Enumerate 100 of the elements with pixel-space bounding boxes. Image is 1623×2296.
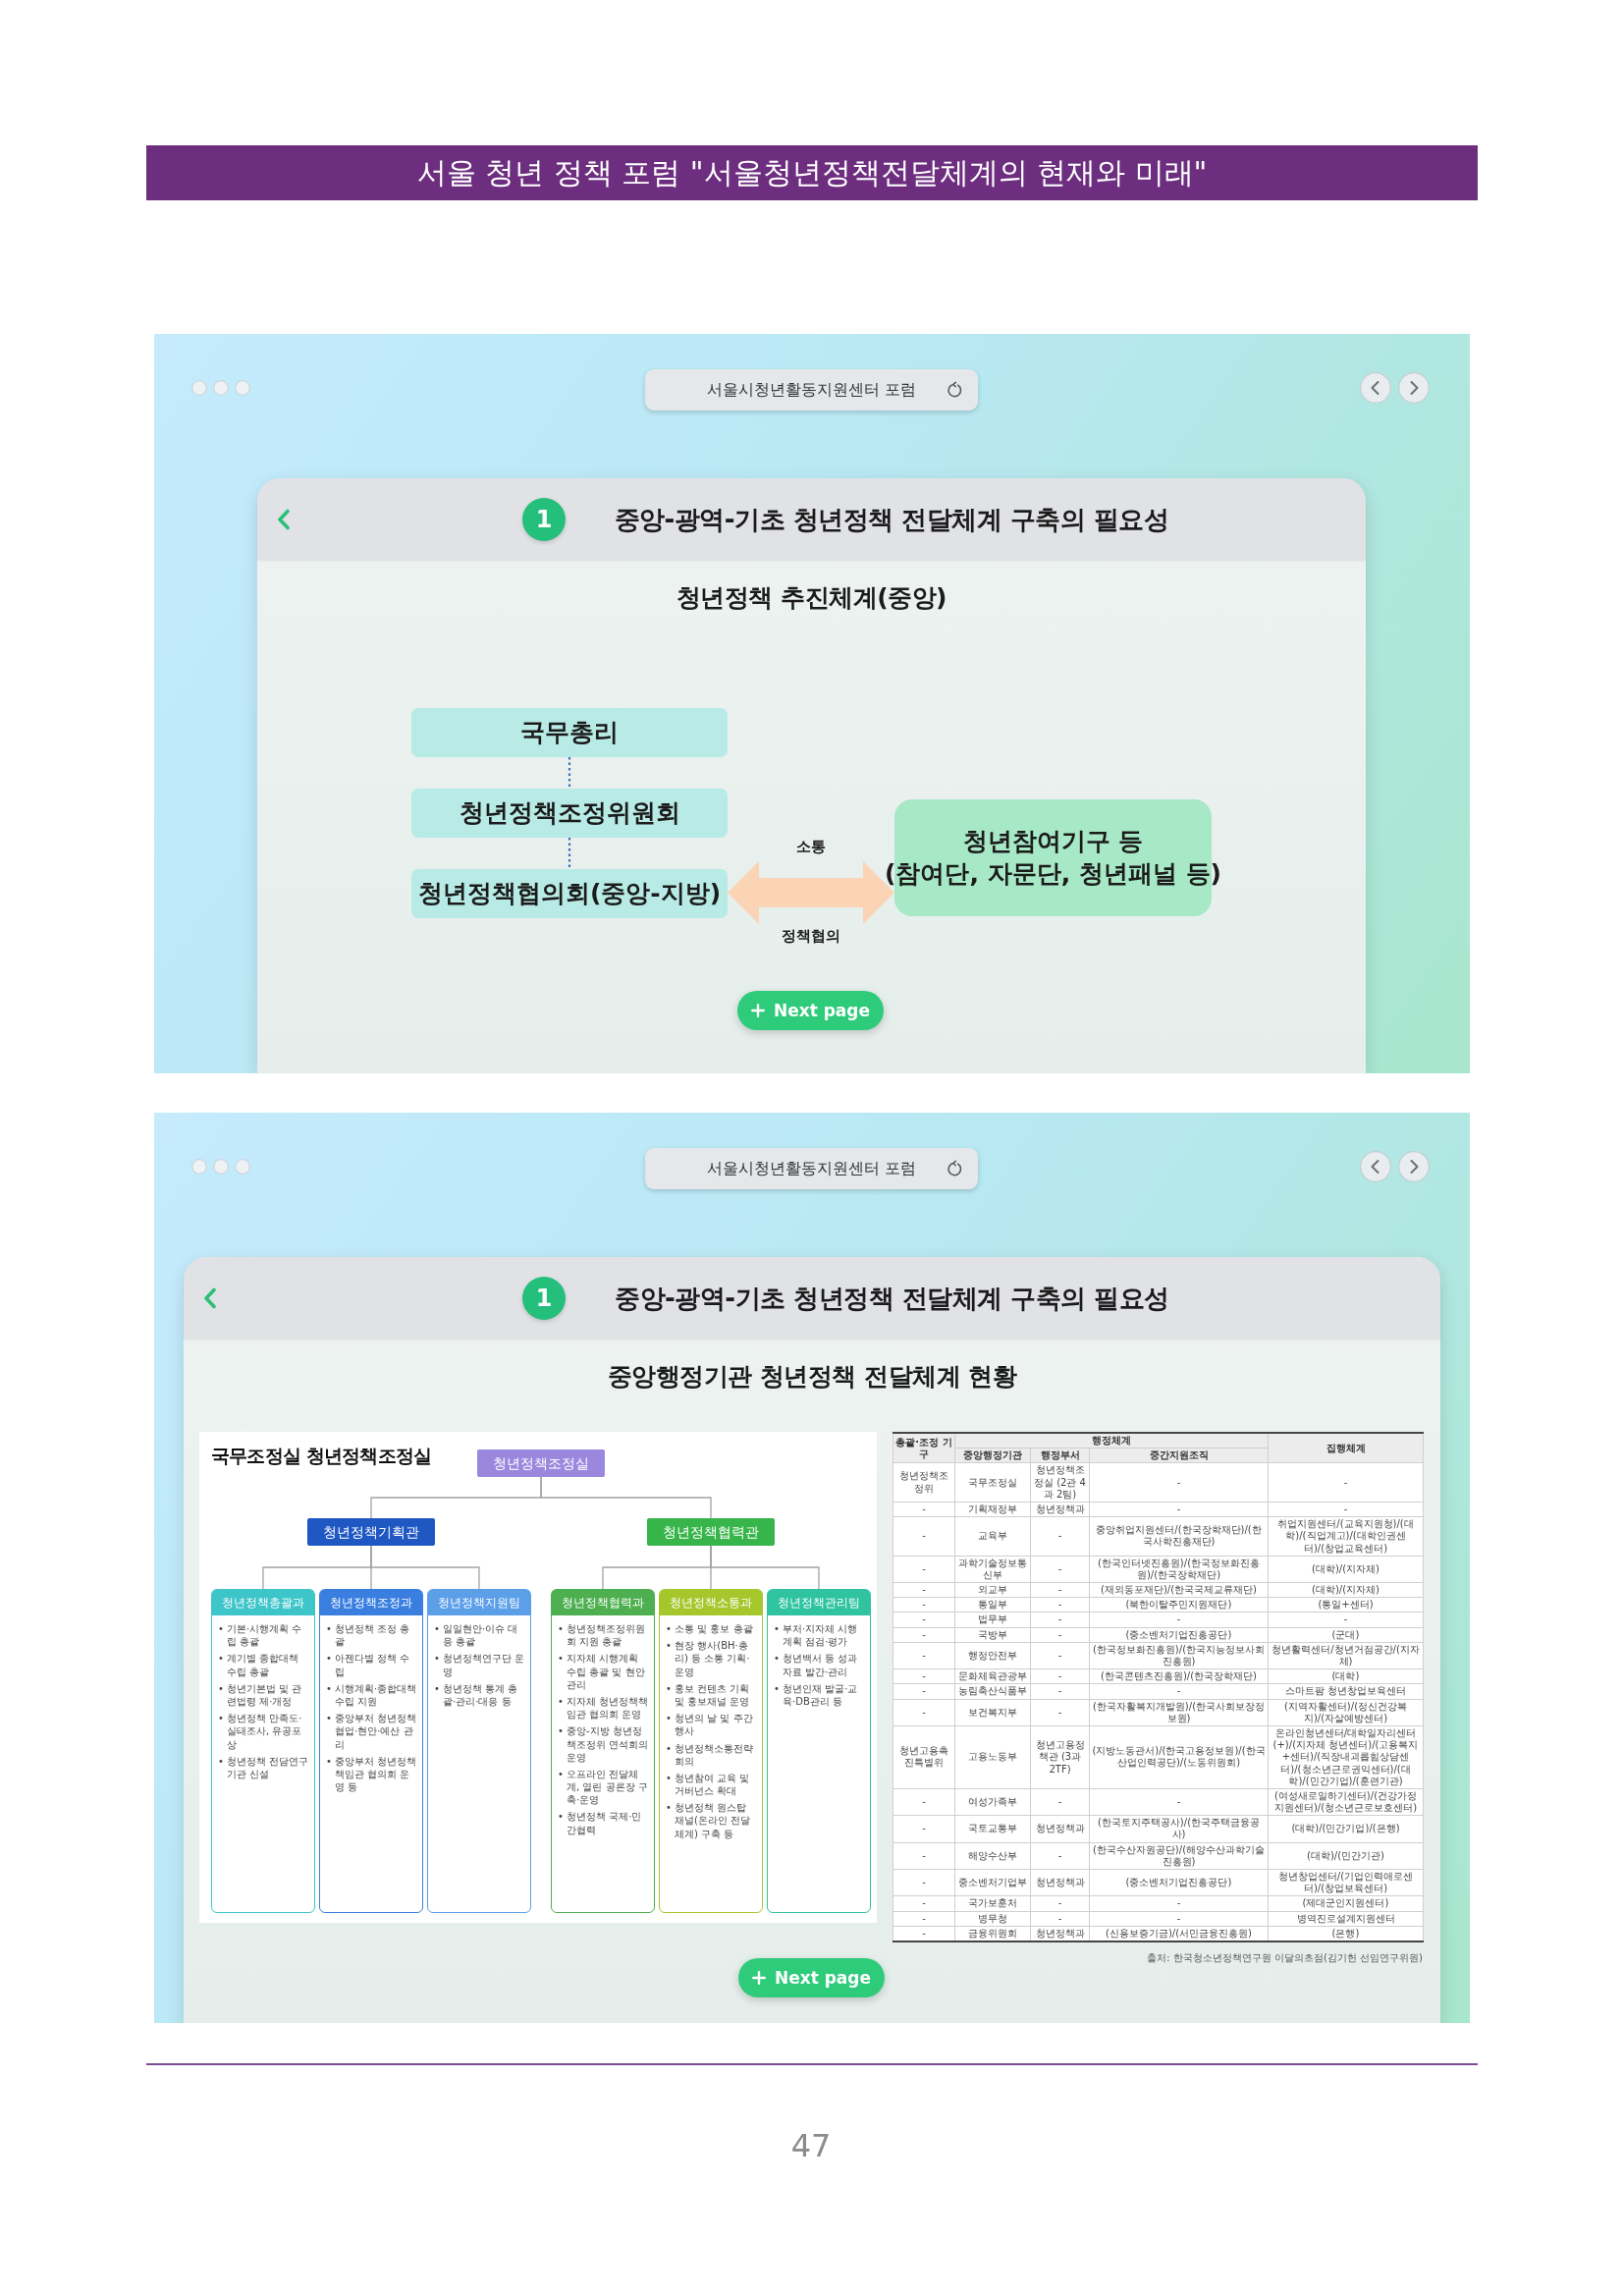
list-item: • 현장 행사(BH·총리) 등 소통 기획·운영 — [666, 1639, 751, 1678]
team-header: 청년정책소통과 — [660, 1590, 762, 1615]
table-cell: 병역진로설계지원센터 — [1268, 1911, 1424, 1927]
table-cell: - — [1089, 1895, 1269, 1912]
table-cell: 청년정책과 — [1030, 1815, 1090, 1843]
process-box: 국무총리 — [411, 708, 728, 757]
process-box: 청년정책협의회(중앙-지방) — [411, 869, 728, 918]
panel-heading: 국무조정실 청년정책조정실 — [211, 1444, 432, 1467]
table-cell: 통일부 — [954, 1597, 1031, 1613]
team-header: 청년정책총괄과 — [212, 1590, 314, 1615]
table-cell: (한국정보화진흥원)/(한국지능정보사회진흥원) — [1089, 1642, 1269, 1669]
list-item: • 청년참여 교육 및 거버넌스 확대 — [666, 1771, 751, 1798]
box-label: 청년참여기구 등 — [962, 826, 1144, 857]
table-cell: - — [1030, 1627, 1090, 1643]
table-cell: - — [893, 1815, 955, 1843]
table-cell: - — [893, 1627, 955, 1643]
slide-card — [257, 478, 1366, 1073]
table-cell: 청년창업센터/(기업인력애로센터)/(창업보육센터) — [1268, 1869, 1424, 1896]
table-cell: (대학)/(민간기업)/(은행) — [1268, 1815, 1424, 1843]
table-cell: (대학) — [1268, 1668, 1424, 1684]
table-cell: - — [1268, 1502, 1424, 1517]
list-item: • 계기별 종합대책 수립 총괄 — [218, 1652, 300, 1678]
org-box: 청년정책협력관 — [647, 1518, 775, 1546]
table-cell: - — [1089, 1502, 1269, 1517]
slide-title: 중앙-광역-기초 청년정책 전달체계 구축의 필요성 — [614, 504, 1169, 535]
list-item: • 오프라인 전달체계, 열린 공론장 구축·운영 — [558, 1767, 649, 1807]
table-cell: (한국인터넷진흥원)/(한국정보화진흥원)/(한국장학재단) — [1089, 1556, 1269, 1583]
list-item: • 청년정책 조정 총괄 — [326, 1622, 411, 1649]
next-page-button: Next page — [738, 1958, 885, 1997]
table-cell: 해양수산부 — [954, 1842, 1031, 1870]
table-cell: (한국토지주택공사)/(한국주택금융공사) — [1089, 1815, 1269, 1843]
table-cell: 외교부 — [954, 1582, 1031, 1598]
table-header-cell: 집행체계 — [1268, 1433, 1424, 1463]
title-banner: 서울 청년 정책 포럼 "서울청년정책전달체계의 현재와 미래" — [146, 145, 1478, 200]
table-cell: 행정안전부 — [954, 1642, 1031, 1669]
table-cell: (통일+센터) — [1268, 1597, 1424, 1613]
table-cell: 국방부 — [954, 1627, 1031, 1643]
table-cell: - — [893, 1842, 955, 1870]
table-cell: 보건복지부 — [954, 1699, 1031, 1726]
slide-title: 중앙-광역-기초 청년정책 전달체계 구축의 필요성 — [615, 1283, 1169, 1314]
table-cell: - — [893, 1516, 955, 1557]
table-cell: - — [1030, 1842, 1090, 1870]
table-cell: 청년고용촉진특별위 — [893, 1725, 955, 1789]
table-cell: 중앙취업지원센터/(한국장학재단)/(한국사학진흥재단) — [1089, 1516, 1269, 1557]
page-number: 47 — [790, 2128, 832, 2163]
team-card — [427, 1589, 531, 1913]
team-card — [211, 1589, 315, 1913]
table-cell: (한국자활복지개발원)/(한국사회보장정보원) — [1089, 1699, 1269, 1726]
table-cell: - — [1030, 1699, 1090, 1726]
list-item: • 청년정책 통계 총괄·관리·대응 등 — [434, 1681, 519, 1709]
table-cell: - — [1030, 1556, 1090, 1583]
table-cell: 법무부 — [954, 1612, 1031, 1628]
table-cell: - — [893, 1582, 955, 1598]
list-item: • 청년기본법 및 관련법령 제·개정 — [218, 1681, 303, 1709]
table-cell: 고용노동부 — [954, 1725, 1031, 1789]
table-cell: - — [1268, 1462, 1424, 1503]
team-header: 청년정책협력과 — [552, 1590, 654, 1615]
table-cell: 국토교통부 — [954, 1815, 1031, 1843]
address-text: 서울시청년활동지원센터 포럼 — [706, 1159, 917, 1178]
table-cell: - — [893, 1597, 955, 1613]
table-cell: - — [893, 1911, 955, 1927]
section-heading: 청년정책 추진체계(중앙) — [676, 582, 947, 614]
table-cell: - — [893, 1699, 955, 1726]
list-item: • 청년의 날 및 주간 행사 — [666, 1712, 754, 1738]
table-cell: - — [893, 1668, 955, 1684]
table-cell: - — [893, 1926, 955, 1941]
source-note: 출처: 한국청소년정책연구원 이달의초점(김기헌 선임연구위원) — [1147, 1951, 1423, 1963]
table-cell: (한국수산자원공단)/(해양수산과학기술진흥원) — [1089, 1842, 1269, 1870]
team-header: 청년정책조정과 — [320, 1590, 422, 1615]
slide-card — [184, 1257, 1440, 2023]
list-item: • 중앙-지방 청년정책조정위 연석회의 운영 — [558, 1724, 650, 1764]
table-cell: (지역자활센터)/(정신건강복지)/(자살예방센터) — [1268, 1699, 1424, 1726]
team-header: 청년정책지원팀 — [428, 1590, 530, 1615]
table-cell: (중소벤처기업진흥공단) — [1089, 1627, 1269, 1643]
list-item: • 중앙부처 청년정책책임관 협의회 운영 등 — [326, 1754, 418, 1794]
table-cell: - — [1030, 1612, 1090, 1628]
table-cell: (대학)/(지자체) — [1268, 1582, 1424, 1598]
table-cell: 중소벤처기업부 — [954, 1869, 1031, 1896]
table-cell: 온라인청년센터/대학일자리센터(+)/(지자체 청년센터)/(고용복지+센터)/(직장내괴롭힘상담센터)/(청소년근로권익센터)/(대학)/(민간기업)/(훈련기관) — [1268, 1725, 1424, 1789]
list-item: • 지자체 청년정책책임관 협의회 운영 — [558, 1694, 650, 1722]
table-cell: 청년정책조정위 — [893, 1462, 955, 1503]
list-item: • 청년정책 전담연구기관 신설 — [218, 1754, 310, 1781]
table-cell: 농림축산식품부 — [954, 1683, 1031, 1700]
connector-line — [540, 1476, 712, 1519]
list-item: • 청년인재 발굴·교육·DB관리 등 — [774, 1681, 859, 1709]
next-page-button: Next page — [737, 991, 884, 1030]
table-cell: - — [1089, 1462, 1269, 1503]
table-cell: 병무청 — [954, 1911, 1031, 1927]
table-cell: - — [1030, 1597, 1090, 1613]
table-cell: - — [1268, 1612, 1424, 1628]
table-cell: 문화체육관광부 — [954, 1668, 1031, 1684]
table-cell: - — [1030, 1582, 1090, 1598]
connector-line — [710, 1545, 820, 1590]
list-item: • 청년정책 원스탑 채널(온라인 전달체계) 구축 등 — [666, 1801, 752, 1840]
section-heading: 중앙행정기관 청년정책 전달체계 현황 — [607, 1361, 1017, 1393]
list-item: • 소통 및 홍보 총괄 — [666, 1622, 754, 1636]
list-item: • 일일현안·이슈 대응 총괄 — [434, 1622, 519, 1649]
team-card — [551, 1589, 655, 1913]
list-item: • 청년정책소통전략회의 — [666, 1741, 755, 1768]
table-cell: - — [1030, 1895, 1090, 1912]
